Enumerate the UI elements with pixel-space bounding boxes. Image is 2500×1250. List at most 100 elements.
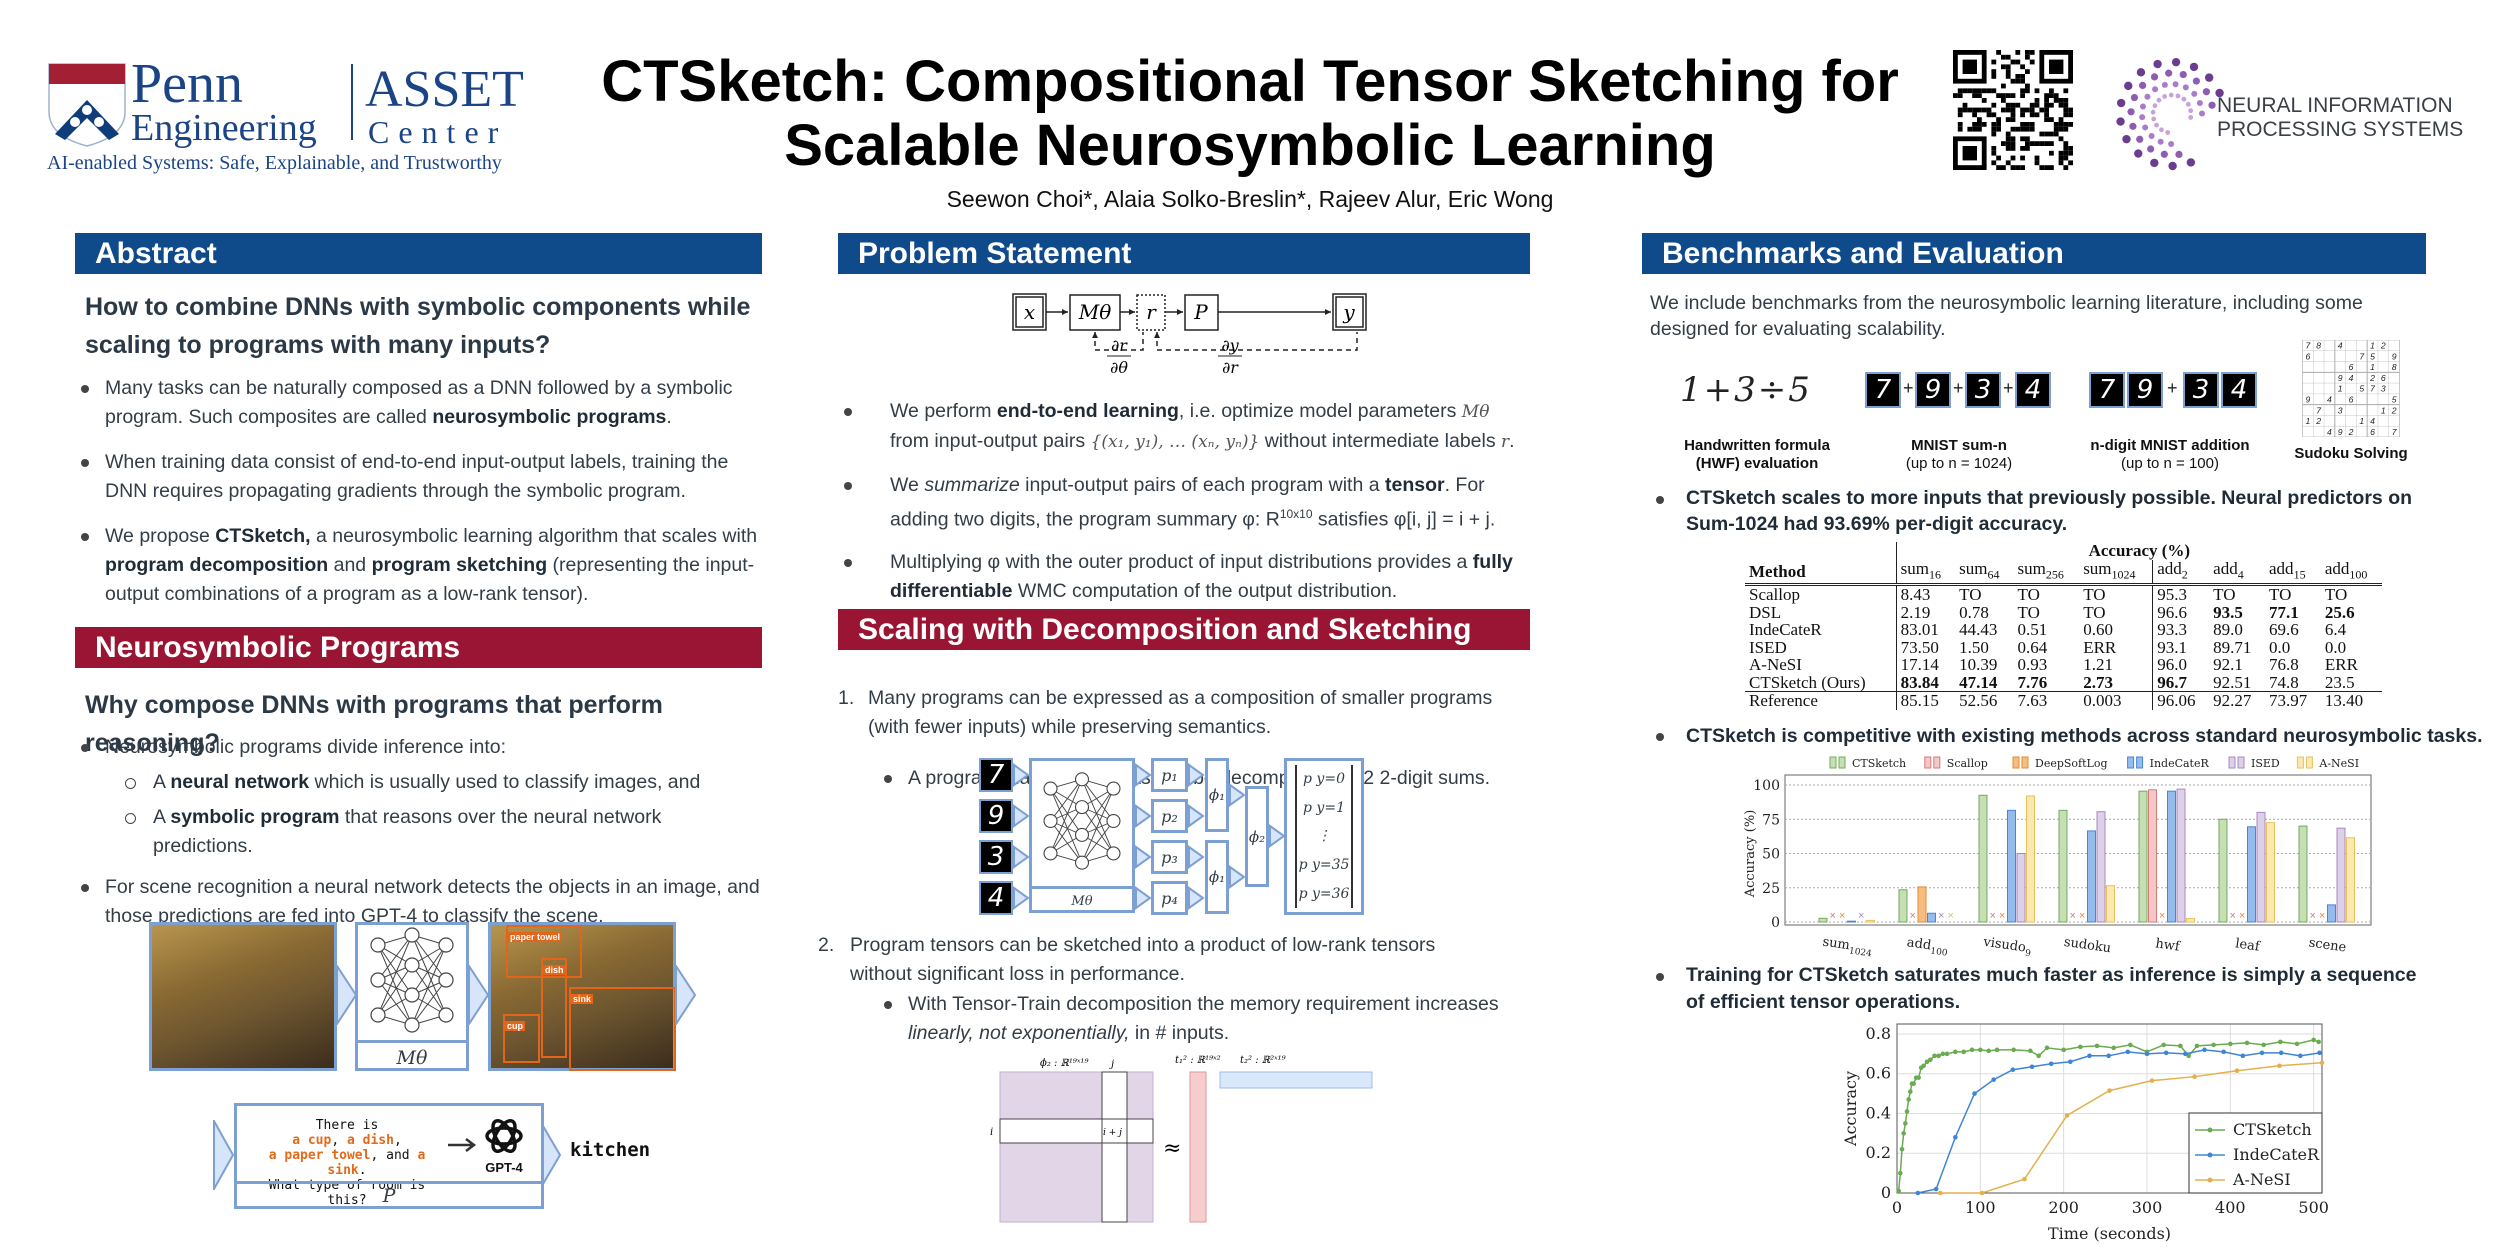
nn-edge: [1050, 779, 1083, 822]
phi1-box-top: ϕ₁: [1205, 758, 1229, 832]
sudoku-digit: 9: [2305, 395, 2310, 405]
data-point: [2261, 1042, 2266, 1048]
table-header-cell: sum256: [2013, 559, 2080, 587]
text-segment: A: [153, 771, 171, 793]
qr-code[interactable]: [1953, 48, 2073, 172]
prompt-text: .: [358, 1163, 367, 1178]
qr-module: [2049, 93, 2054, 98]
prompt-line: a paper towel, and a sink.: [247, 1148, 447, 1178]
qr-module: [2015, 74, 2021, 79]
text-segment: that reasons over the neural network pre…: [153, 806, 662, 857]
qr-module: [2025, 136, 2030, 142]
task-name: Handwritten formula (HWF) evaluation: [1684, 437, 1830, 472]
bar-A-NeSI: [2346, 837, 2355, 923]
qr-module: [2005, 69, 2011, 74]
legend-swatch: [1829, 756, 1837, 769]
nn-edge: [1081, 788, 1114, 836]
output-prob: p y=35: [1298, 857, 1350, 874]
table-cell: 17.14: [1895, 656, 1956, 674]
qr-module: [2063, 88, 2069, 94]
data-point: [2028, 1048, 2033, 1054]
bar-CTSketch: [2058, 809, 2068, 923]
qr-module: [2020, 93, 2025, 98]
sudoku-digit: 1: [2370, 341, 2375, 351]
task-caption: Handwritten formula (HWF) evaluation: [1667, 437, 1847, 473]
qr-module: [2044, 107, 2049, 113]
data-point: [2183, 1051, 2188, 1057]
nn-edge: [377, 979, 413, 1026]
sudoku-grid-image: 7841267596189426157394657312121449267: [2302, 340, 2400, 437]
nn-edge: [1081, 788, 1114, 863]
table-header-cell: Method: [1745, 559, 1897, 587]
qr-module: [2058, 155, 2064, 161]
qr-module: [1972, 122, 1977, 127]
qr-module: [1981, 122, 1987, 127]
qr-module: [1972, 112, 1977, 118]
bar-CTSketch: [2218, 818, 2228, 923]
data-point: [2144, 1051, 2150, 1057]
sudoku-digit: 1: [2305, 416, 2310, 426]
arrow-icon: [1269, 824, 1286, 848]
table-cell: A-NeSI: [1749, 655, 1802, 675]
text-segment: r: [1501, 432, 1510, 452]
table-cell: TO: [2324, 585, 2348, 605]
qr-module: [2063, 122, 2069, 127]
qr-module: [1996, 50, 2001, 55]
qr-module: [2044, 117, 2049, 122]
t1-label: t₁² : ℝ¹⁹ˣ²: [1175, 1055, 1221, 1066]
text-segment: CTSketch,: [215, 525, 311, 547]
arrow-icon: [1188, 804, 1205, 828]
neurips-dot: [2150, 158, 2159, 168]
nn-edge: [377, 964, 413, 1016]
nn-node: [1106, 781, 1121, 796]
data-point: [2163, 1050, 2169, 1056]
qr-module: [2029, 59, 2035, 65]
table-cell: 2.73: [2083, 672, 2113, 692]
neurips-dot: [2168, 161, 2177, 171]
mnist-digit-image: 3: [979, 840, 1013, 874]
table-header-cell: add2: [2152, 559, 2210, 587]
table-cell: 7.63: [2013, 691, 2080, 710]
nn-node: [438, 972, 454, 988]
logo-tagline: AI-enabled Systems: Safe, Explainable, a…: [47, 152, 502, 174]
y-tick-label: 25: [1762, 881, 1780, 897]
qr-module: [2029, 50, 2035, 55]
mnist-digit-image: 3: [2183, 372, 2219, 408]
plus-sign: +: [2003, 378, 2014, 398]
bar-IndeCateR: [2167, 790, 2176, 923]
timeout-marker: ×: [1910, 910, 1916, 922]
arrow-icon: [1135, 763, 1152, 787]
problem-bullet: We perform end-to-end learning, i.e. opt…: [838, 397, 1528, 457]
qr-module: [2058, 102, 2064, 108]
arrow-icon: [336, 965, 358, 1025]
sudoku-digit: 7: [2359, 351, 2365, 361]
diagram-x: x: [1024, 300, 1035, 324]
qr-module: [1957, 112, 1963, 118]
qr-module: [1996, 155, 2001, 161]
nn-edge: [1081, 820, 1114, 863]
qr-module: [2053, 131, 2059, 137]
qr-module: [2034, 160, 2040, 166]
text-segment: We perform: [890, 400, 997, 422]
qr-module: [2010, 165, 2016, 170]
neural-network-icon: [1043, 772, 1121, 870]
task-name: n-digit MNIST addition: [2090, 437, 2250, 454]
table-cell: 0.93: [2017, 655, 2048, 675]
logo-engineering: Engineering: [131, 107, 317, 149]
qr-module: [1972, 126, 1977, 132]
qr-module: [2025, 126, 2030, 132]
arrow-icon: [1013, 804, 1030, 828]
qr-module: [2020, 78, 2025, 84]
table-cell: ERR: [2083, 637, 2117, 657]
data-point: [2211, 1042, 2216, 1048]
sudoku-digit: 4: [2370, 416, 2375, 426]
table-cell: 23.5: [2324, 672, 2355, 692]
data-point: [2278, 1050, 2284, 1056]
table-cell: 92.1: [2213, 655, 2243, 675]
phi1-label: ϕ₁: [1208, 786, 1226, 804]
table-cell: ERR: [2324, 655, 2358, 675]
neurips-dot: [2198, 110, 2205, 117]
nn-node: [1074, 827, 1090, 842]
qr-module: [2005, 136, 2011, 142]
neurips-dot: [2127, 108, 2135, 116]
